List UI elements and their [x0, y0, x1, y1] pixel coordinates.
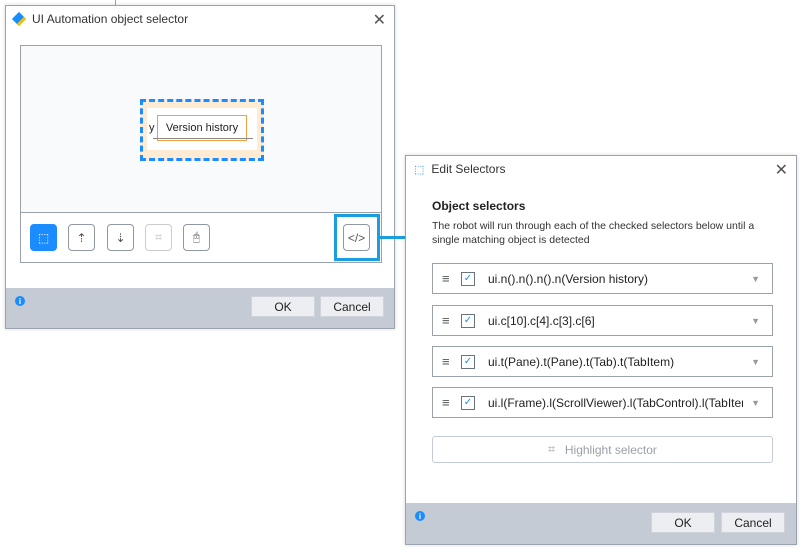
drag-handle-icon[interactable]: ≡ [442, 354, 450, 369]
selector-checkbox[interactable]: ✓ [461, 313, 475, 328]
selector-row[interactable]: ≡ ✓ ui.n().n().n().n(Version history) ▼ [432, 263, 773, 294]
drag-handle-icon[interactable]: ≡ [442, 271, 450, 286]
title-bar: ⬚ Edit Selectors [406, 156, 796, 182]
app-logo-icon [11, 11, 27, 27]
mouse-icon[interactable]: 🖰 [183, 224, 210, 251]
toolbar: ⬚ ⇡ ⇣ ⌗ 🖰 </> [20, 212, 382, 263]
drag-handle-icon[interactable]: ≡ [442, 313, 450, 328]
selector-row[interactable]: ≡ ✓ ui.c[10].c[4].c[3].c[6] ▼ [432, 305, 773, 336]
selector-icon: ⬚ [414, 163, 425, 176]
parent-element-icon[interactable]: ⇡ [68, 224, 95, 251]
connector-arrow [380, 236, 412, 239]
cancel-button[interactable]: Cancel [320, 296, 384, 317]
code-button-highlight [334, 214, 380, 261]
ok-button[interactable]: OK [251, 296, 315, 317]
edit-selectors-dialog: ⬚ Edit Selectors ✕ Object selectors The … [405, 155, 797, 545]
ok-button[interactable]: OK [651, 512, 715, 533]
highlight-icon[interactable]: ⌗ [145, 224, 172, 251]
child-element-icon[interactable]: ⇣ [107, 224, 134, 251]
section-heading: Object selectors [432, 199, 526, 213]
highlight-selector-button[interactable]: ⌗ Highlight selector [432, 436, 773, 463]
pin-icon[interactable]: ▼ [751, 273, 760, 284]
selector-checkbox[interactable]: ✓ [461, 395, 475, 410]
selection-highlight: y Version history [140, 99, 264, 161]
description: The robot will run through each of the c… [432, 220, 755, 246]
highlight-icon: ⌗ [548, 442, 555, 456]
selector-text: ui.c[10].c[4].c[3].c[6] [488, 313, 595, 328]
selector-row[interactable]: ≡ ✓ ui.t(Pane).t(Pane).t(Tab).t(TabItem) ▼ [432, 346, 773, 377]
close-icon[interactable]: ✕ [372, 12, 386, 29]
partial-tab-text: y [149, 122, 155, 134]
dialog-title: Edit Selectors [431, 162, 506, 176]
close-icon[interactable]: ✕ [774, 162, 788, 179]
info-icon[interactable]: i [415, 511, 425, 521]
select-element-icon[interactable]: ⬚ [30, 224, 57, 251]
cancel-button[interactable]: Cancel [721, 512, 785, 533]
selector-checkbox[interactable]: ✓ [461, 271, 475, 286]
preview-area: y Version history [20, 45, 382, 213]
highlight-label: Highlight selector [564, 442, 657, 457]
footer: i OK Cancel [6, 288, 394, 328]
selector-text: ui.t(Pane).t(Pane).t(Tab).t(TabItem) [488, 354, 675, 369]
preview-element: Version history [157, 115, 247, 141]
pin-icon[interactable]: ▼ [751, 315, 760, 326]
selector-row[interactable]: ≡ ✓ ui.l(Frame).l(ScrollViewer).l(TabContr… [432, 387, 773, 418]
title-bar: UI Automation object selector [6, 6, 394, 32]
footer: i OK Cancel [406, 503, 796, 544]
info-icon[interactable]: i [15, 296, 25, 306]
pin-icon[interactable]: ▼ [751, 397, 760, 408]
selector-text: ui.l(Frame).l(ScrollViewer).l(TabControl… [488, 395, 743, 410]
ui-automation-selector-dialog: UI Automation object selector ✕ y Versio… [5, 5, 395, 329]
dialog-title: UI Automation object selector [32, 12, 189, 26]
background-line [115, 0, 116, 5]
drag-handle-icon[interactable]: ≡ [442, 395, 450, 410]
selector-checkbox[interactable]: ✓ [461, 354, 475, 369]
selector-text: ui.n().n().n().n(Version history) [488, 271, 649, 286]
pin-icon[interactable]: ▼ [751, 356, 760, 367]
code-icon[interactable]: </> [343, 224, 370, 251]
